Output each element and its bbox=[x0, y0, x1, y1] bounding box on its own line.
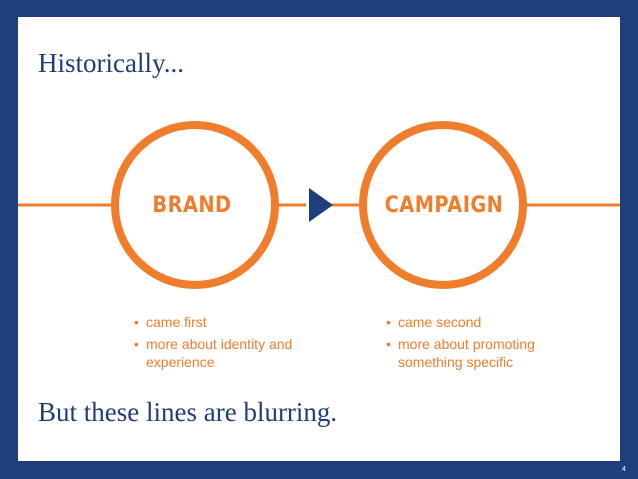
campaign-bullet-list: came second more about promoting somethi… bbox=[386, 313, 586, 375]
list-item: came second bbox=[386, 313, 586, 331]
list-item: more about identity and experience bbox=[134, 335, 324, 371]
right-triangle-arrow-icon bbox=[309, 188, 333, 222]
slide-conclusion: But these lines are blurring. bbox=[38, 397, 338, 427]
slide-title: Historically... bbox=[38, 48, 184, 78]
page-number: 4 bbox=[622, 466, 626, 473]
brand-circle bbox=[111, 121, 279, 289]
brand-bullet-list: came first more about identity and exper… bbox=[134, 313, 324, 375]
brand-label: BRAND bbox=[152, 193, 232, 218]
campaign-circle bbox=[359, 121, 527, 289]
list-item: more about promoting something specific bbox=[386, 335, 586, 371]
campaign-label: CAMPAIGN bbox=[384, 193, 504, 218]
list-item: came first bbox=[134, 313, 324, 331]
